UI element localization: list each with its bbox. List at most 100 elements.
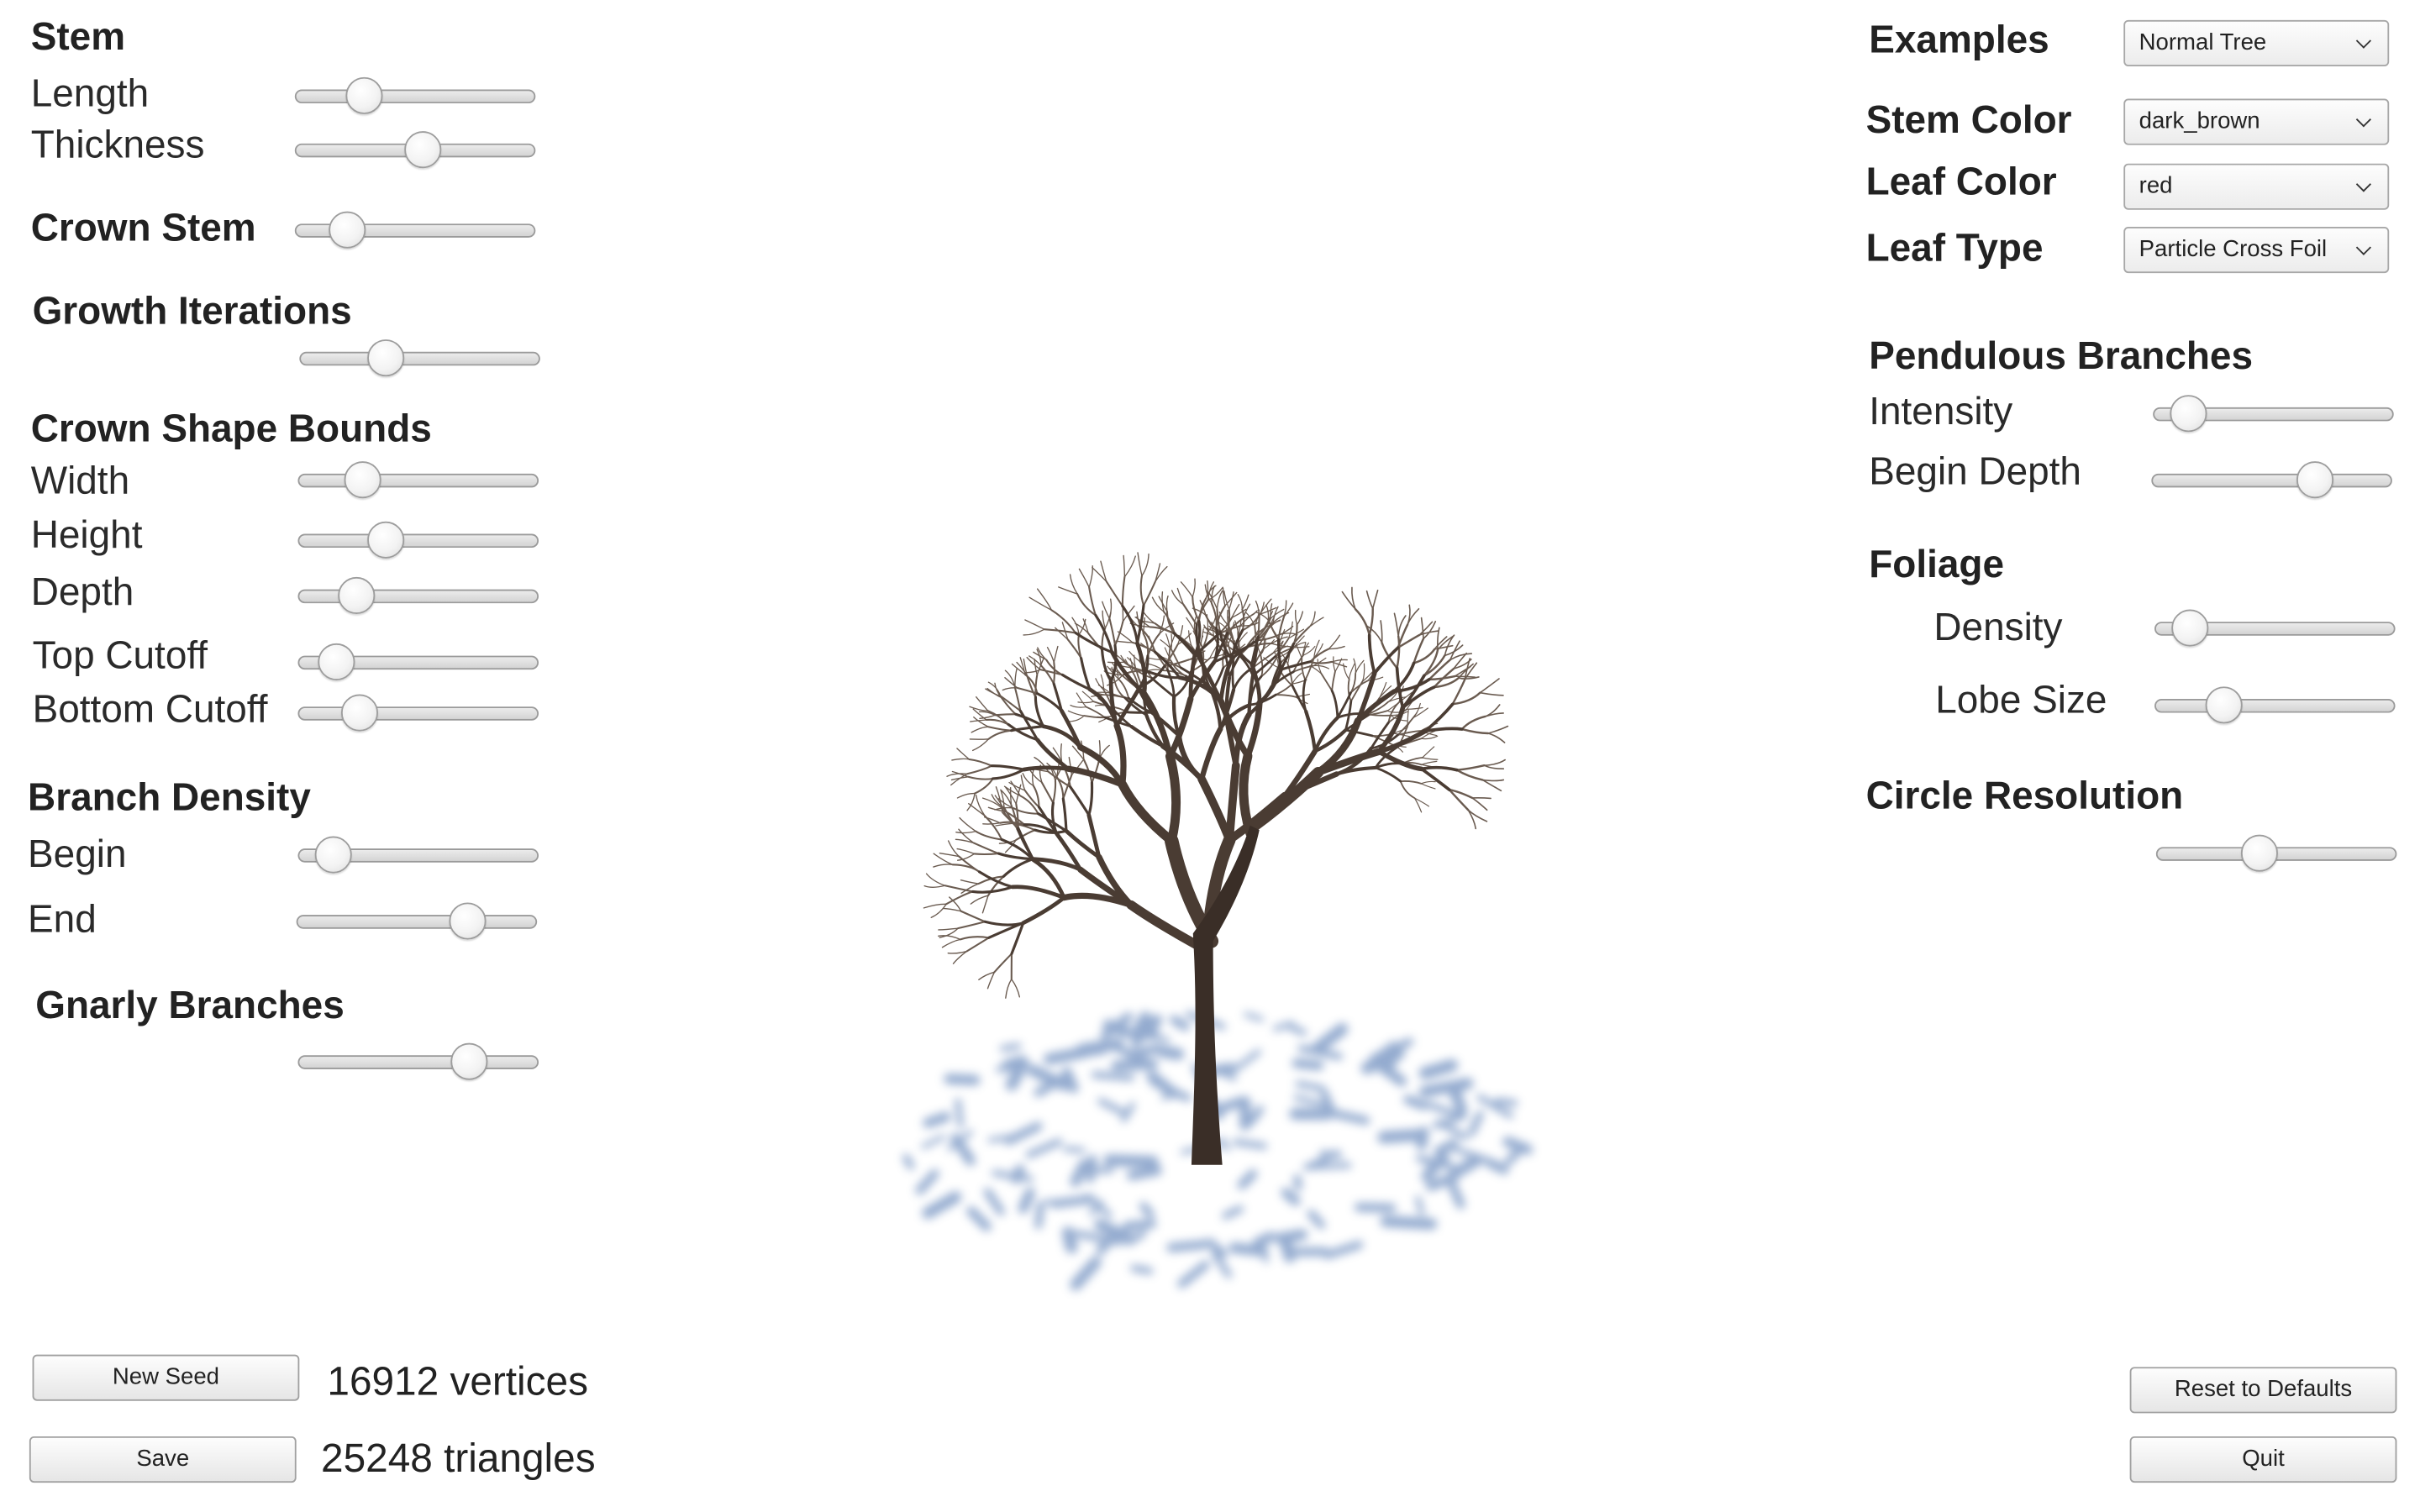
stem-length-slider[interactable] <box>294 76 536 118</box>
slider-thumb[interactable] <box>318 643 355 680</box>
slider-thumb[interactable] <box>2169 395 2207 433</box>
chevron-down-icon <box>2355 112 2371 128</box>
tree-viewport[interactable] <box>834 402 1636 1327</box>
reset-to-defaults-button[interactable]: Reset to Defaults <box>2129 1367 2397 1414</box>
slider-thumb[interactable] <box>2296 461 2333 499</box>
gnarly-branches-slider[interactable] <box>297 1042 539 1084</box>
twig <box>1413 638 1425 664</box>
twig <box>956 853 976 861</box>
shadow-blob <box>915 1169 939 1195</box>
slider-thumb[interactable] <box>345 461 382 499</box>
slider-thumb[interactable] <box>366 339 404 377</box>
twig <box>987 726 1013 732</box>
foliage-lobe-size-slider[interactable] <box>2154 686 2396 727</box>
slider-thumb[interactable] <box>2241 834 2279 872</box>
twig <box>1222 587 1226 606</box>
twig <box>1484 712 1504 717</box>
twig <box>1278 633 1297 636</box>
twig <box>1367 676 1384 681</box>
leaf-color-dropdown[interactable]: red <box>2123 163 2390 210</box>
branch <box>1279 642 1296 671</box>
shadow-blob <box>1070 1158 1090 1187</box>
shadow-blob <box>921 1134 946 1149</box>
twig <box>1170 648 1181 669</box>
branch <box>1336 691 1352 719</box>
twig <box>1241 612 1261 632</box>
slider-thumb[interactable] <box>338 576 376 615</box>
foliage-density-slider[interactable] <box>2154 609 2396 649</box>
twig <box>1067 710 1085 717</box>
twig <box>994 795 1006 812</box>
pendulous-intensity-slider[interactable] <box>2153 395 2394 435</box>
gnarly-branches-heading: Gnarly Branches <box>35 984 345 1028</box>
slider-thumb[interactable] <box>2205 686 2243 724</box>
shadow-blob <box>1423 1100 1461 1119</box>
growth-iterations-slider[interactable] <box>299 339 540 380</box>
twig <box>1019 795 1039 815</box>
slider-thumb[interactable] <box>449 902 487 940</box>
shadow-blob <box>1034 1072 1071 1097</box>
slider-thumb[interactable] <box>2170 609 2208 647</box>
twig <box>1028 655 1042 666</box>
pendulous-begin-depth-label: Begin Depth <box>1869 450 2081 494</box>
slider-thumb[interactable] <box>345 76 383 114</box>
twig <box>1258 601 1265 617</box>
twig <box>972 842 1000 855</box>
slider-thumb[interactable] <box>450 1042 488 1080</box>
twig <box>1165 633 1171 649</box>
twig <box>1399 780 1423 785</box>
shadow-blob <box>1377 1129 1422 1144</box>
branch <box>1036 812 1068 832</box>
twig <box>1071 617 1080 636</box>
shadow-blob <box>1327 1108 1370 1126</box>
shadow-blob <box>1044 1199 1069 1207</box>
twig <box>1129 658 1134 673</box>
twig <box>1178 634 1192 647</box>
slider-thumb[interactable] <box>313 836 351 874</box>
twig <box>1420 760 1438 765</box>
branch <box>1153 650 1181 680</box>
branch-density-end-slider[interactable] <box>296 902 538 942</box>
branch <box>1423 727 1464 733</box>
twig <box>1015 802 1019 830</box>
pendulous-begin-depth-slider[interactable] <box>2151 461 2392 501</box>
shadow-blob <box>1307 1210 1326 1230</box>
circle-resolution-slider[interactable] <box>2155 834 2397 875</box>
slider-thumb[interactable] <box>366 521 404 559</box>
twig <box>1076 692 1087 708</box>
branch <box>1171 695 1181 738</box>
branch <box>1101 648 1113 683</box>
twig <box>1002 806 1018 830</box>
leaf-type-dropdown[interactable]: Particle Cross Foil <box>2123 226 2390 274</box>
stem-thickness-slider[interactable] <box>294 131 536 171</box>
slider-thumb[interactable] <box>404 131 442 169</box>
slider-thumb[interactable] <box>329 211 367 249</box>
shadow-blob <box>1257 1241 1270 1263</box>
twig <box>1068 756 1073 776</box>
crown-depth-slider[interactable] <box>297 576 539 617</box>
slider-thumb[interactable] <box>340 694 378 732</box>
twig <box>978 971 996 980</box>
stem-color-dropdown[interactable]: dark_brown <box>2123 98 2390 145</box>
quit-button[interactable]: Quit <box>2129 1436 2397 1483</box>
branch-density-begin-slider[interactable] <box>297 836 539 876</box>
twig <box>1420 780 1436 785</box>
save-button[interactable]: Save <box>29 1436 297 1483</box>
twig <box>1161 591 1165 612</box>
crown-width-label: Width <box>30 459 130 503</box>
branch <box>1065 765 1126 788</box>
twig <box>1159 622 1175 635</box>
twig <box>1071 759 1084 776</box>
top-cutoff-slider[interactable] <box>297 643 539 684</box>
crown-width-slider[interactable] <box>297 461 539 501</box>
shadow-blob <box>1230 1048 1261 1074</box>
crown-height-slider[interactable] <box>297 521 539 562</box>
crown-stem-slider[interactable] <box>294 211 536 252</box>
new-seed-button[interactable]: New Seed <box>32 1354 300 1401</box>
examples-dropdown[interactable]: Normal Tree <box>2123 19 2390 66</box>
twig <box>1413 648 1436 664</box>
bottom-cutoff-slider[interactable] <box>297 694 539 735</box>
twig <box>950 773 968 786</box>
branch <box>1031 858 1066 900</box>
twig <box>939 853 960 858</box>
